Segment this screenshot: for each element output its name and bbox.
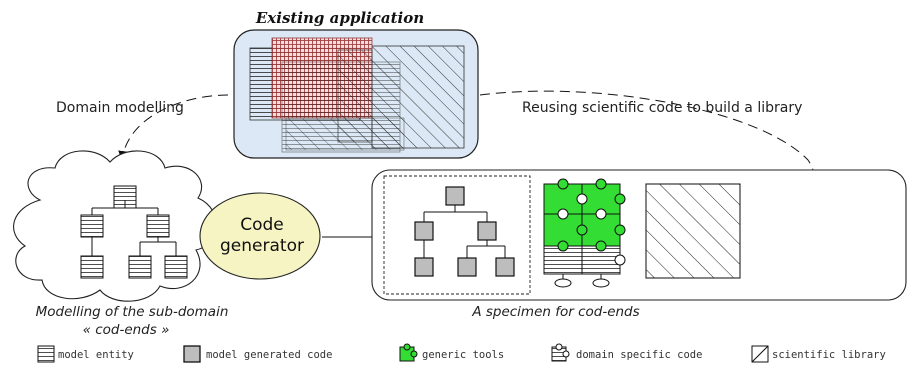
domain-specific-puzzle xyxy=(543,240,626,288)
existing-application: Existing application xyxy=(233,9,479,159)
legend-label-model-generated-code: model generated code xyxy=(206,349,332,361)
cloud-entity xyxy=(128,255,152,279)
generated-code-box xyxy=(495,257,515,277)
legend-label-generic-tools: generic tools xyxy=(422,349,504,361)
existing-application-title: Existing application xyxy=(255,9,424,27)
cloud-caption-line1: Modelling of the sub-domain xyxy=(36,304,229,320)
generated-code-box xyxy=(414,221,434,241)
cloud-entity xyxy=(80,255,104,279)
generated-tree xyxy=(423,204,506,258)
cloud-entity xyxy=(146,214,170,238)
cloud-entity xyxy=(113,185,137,209)
legend-label-scientific-library: scientific library xyxy=(772,349,886,361)
bottom-hatch-block xyxy=(285,117,405,151)
cloud-entity xyxy=(164,255,188,279)
generated-code-box xyxy=(445,186,465,206)
cloud-caption-line2: « cod-ends » xyxy=(83,322,170,338)
specimen-block xyxy=(371,169,907,301)
specimen-caption: A specimen for cod-ends xyxy=(471,304,639,320)
domain-modelling-label: Domain modelling xyxy=(56,100,184,116)
code-generator-line2: generator xyxy=(220,236,304,256)
generic-tools-puzzle xyxy=(543,178,626,247)
generated-code-box xyxy=(477,221,497,241)
generated-code-box xyxy=(414,257,434,277)
sub-domain-cloud xyxy=(13,150,217,302)
generated-code-region xyxy=(383,175,531,295)
model-generated-code-icon xyxy=(183,345,201,363)
legend: model entity model generated code generi… xyxy=(37,343,886,363)
domain-specific-code-icon xyxy=(551,343,570,362)
model-entity-icon xyxy=(37,345,55,363)
code-generator xyxy=(199,192,321,280)
domain-modelling-arrow xyxy=(118,94,229,161)
legend-label-model-entity: model entity xyxy=(58,349,134,361)
scientific-library-block xyxy=(645,183,741,279)
generic-tools-icon xyxy=(399,343,418,362)
reusing-label: Reusing scientific code to build a libra… xyxy=(522,100,802,116)
cloud-entity xyxy=(80,214,104,238)
code-generator-line1: Code xyxy=(240,215,284,235)
legend-label-domain-specific-code: domain specific code xyxy=(576,349,702,361)
generated-code-box xyxy=(457,257,477,277)
